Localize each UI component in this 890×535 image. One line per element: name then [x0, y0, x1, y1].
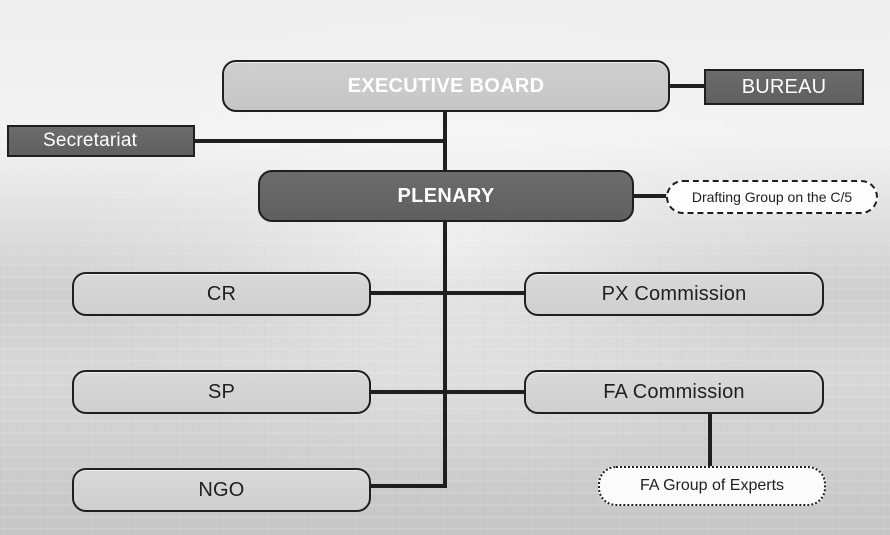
fa-commission-label: FA Commission	[603, 380, 745, 403]
plenary-node: PLENARY	[258, 170, 634, 222]
fa-group-of-experts-node: FA Group of Experts	[598, 466, 826, 506]
ngo-label: NGO	[198, 478, 245, 501]
ngo-node: NGO	[72, 468, 371, 512]
drafting-group-node: Drafting Group on the C/5	[666, 180, 878, 214]
sp-label: SP	[207, 380, 236, 403]
secretariat-label: Secretariat	[43, 130, 138, 151]
secretariat-node: Secretariat	[7, 125, 195, 157]
sp-node: SP	[72, 370, 371, 414]
drafting-group-label: Drafting Group on the C/5	[691, 189, 853, 205]
bureau-node: BUREAU	[704, 69, 864, 105]
px-commission-node: PX Commission	[524, 272, 824, 316]
executive-board-node: EXECUTIVE BOARD	[222, 60, 670, 112]
fa-commission-node: FA Commission	[524, 370, 824, 414]
px-commission-label: PX Commission	[601, 282, 747, 305]
cr-node: CR	[72, 272, 371, 316]
cr-label: CR	[206, 282, 237, 305]
bureau-label: BUREAU	[741, 75, 827, 98]
executive-board-label: EXECUTIVE BOARD	[347, 74, 545, 97]
fa-group-of-experts-label: FA Group of Experts	[639, 477, 785, 494]
plenary-label: PLENARY	[397, 184, 495, 207]
